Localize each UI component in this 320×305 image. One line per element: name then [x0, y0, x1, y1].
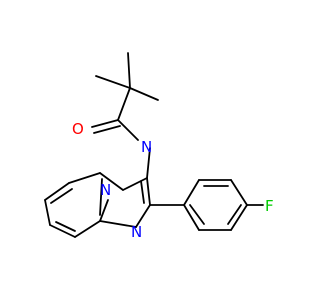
molecule-canvas: O N N N F: [44, 52, 274, 241]
imidazopyridine-core: [44, 172, 151, 238]
molecule-structure: O N N N F: [44, 52, 274, 241]
fluorophenyl-group: [149, 179, 264, 231]
imine-nitrogen-label: N: [131, 223, 142, 241]
fluorine-label: F: [265, 197, 274, 215]
oxygen-label: O: [72, 120, 84, 138]
amide-group: [91, 119, 151, 179]
tert-butyl-group: [95, 52, 159, 121]
amide-nitrogen-label: N: [141, 138, 152, 156]
bridgehead-nitrogen-label: N: [100, 181, 111, 199]
